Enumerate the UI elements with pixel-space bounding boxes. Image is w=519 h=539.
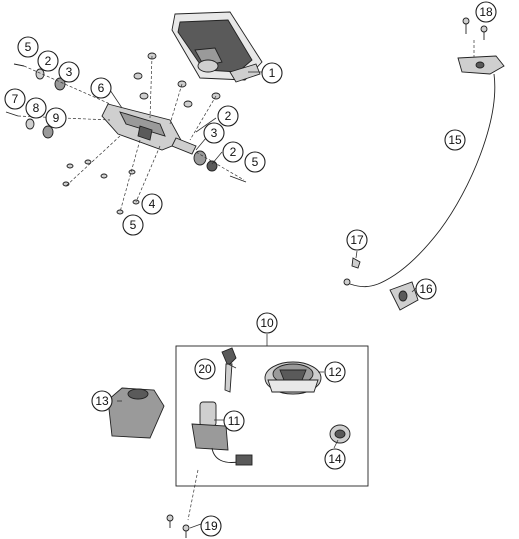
- callout-4: 4: [141, 193, 163, 215]
- callout-16: 16: [415, 278, 437, 300]
- ignition-key: [221, 347, 237, 393]
- ignition-lock: [191, 401, 253, 466]
- callout-3-mid: 3: [203, 122, 225, 144]
- callout-5-bottom: 5: [122, 214, 144, 236]
- callout-17: 17: [346, 229, 368, 251]
- svg-text:12: 12: [328, 365, 342, 379]
- svg-text:17: 17: [350, 233, 364, 247]
- svg-text:19: 19: [204, 519, 218, 533]
- fuel-tank-cap: [264, 361, 322, 395]
- leader-lines: [109, 71, 417, 529]
- callout-14: 14: [324, 448, 346, 470]
- steering-lock: [329, 424, 351, 444]
- svg-text:3: 3: [66, 65, 73, 79]
- svg-text:16: 16: [419, 282, 433, 296]
- svg-text:20: 20: [198, 362, 212, 376]
- callout-10: 10: [256, 312, 278, 334]
- callout-6: 6: [90, 77, 112, 99]
- svg-text:2: 2: [230, 145, 237, 159]
- svg-text:11: 11: [228, 414, 241, 428]
- svg-text:2: 2: [225, 109, 232, 123]
- callout-12: 12: [324, 361, 346, 383]
- svg-text:15: 15: [448, 133, 462, 147]
- svg-text:9: 9: [53, 111, 60, 125]
- svg-text:5: 5: [130, 218, 137, 232]
- svg-text:7: 7: [12, 92, 19, 106]
- assembly-lines: [17, 40, 475, 521]
- svg-text:2: 2: [45, 54, 52, 68]
- callout-3-top: 3: [58, 61, 80, 83]
- svg-text:5: 5: [252, 155, 259, 169]
- callout-2-top: 2: [37, 50, 59, 72]
- svg-text:14: 14: [328, 452, 342, 466]
- callout-5-right: 5: [244, 151, 266, 173]
- lock-cover: [107, 387, 165, 439]
- svg-text:10: 10: [260, 316, 274, 330]
- callout-1: 1: [261, 62, 283, 84]
- svg-text:3: 3: [211, 126, 218, 140]
- lock-set-frame: [175, 334, 369, 487]
- callout-7: 7: [4, 88, 26, 110]
- callout-11: 11: [223, 410, 245, 432]
- callout-2-mid: 2: [217, 105, 239, 127]
- svg-text:4: 4: [149, 197, 156, 211]
- svg-text:8: 8: [33, 101, 40, 115]
- svg-text:18: 18: [479, 5, 493, 19]
- callout-15: 15: [444, 129, 466, 151]
- callout-20: 20: [194, 358, 216, 380]
- callout-5-top: 5: [17, 36, 39, 58]
- callout-19: 19: [200, 515, 222, 537]
- svg-text:6: 6: [98, 81, 105, 95]
- screws: [166, 514, 190, 538]
- callout-13: 13: [91, 390, 113, 412]
- callout-8: 8: [25, 97, 47, 119]
- svg-text:13: 13: [95, 394, 109, 408]
- instrument-cluster: [171, 11, 263, 83]
- callout-9: 9: [45, 107, 67, 129]
- callout-2-low: 2: [222, 141, 244, 163]
- svg-text:1: 1: [269, 66, 276, 80]
- instrument-bracket: [101, 103, 197, 155]
- hardware-set: [5, 52, 247, 215]
- sensor-cable-assembly: [343, 17, 505, 311]
- svg-text:5: 5: [25, 40, 32, 54]
- callout-18: 18: [475, 1, 497, 23]
